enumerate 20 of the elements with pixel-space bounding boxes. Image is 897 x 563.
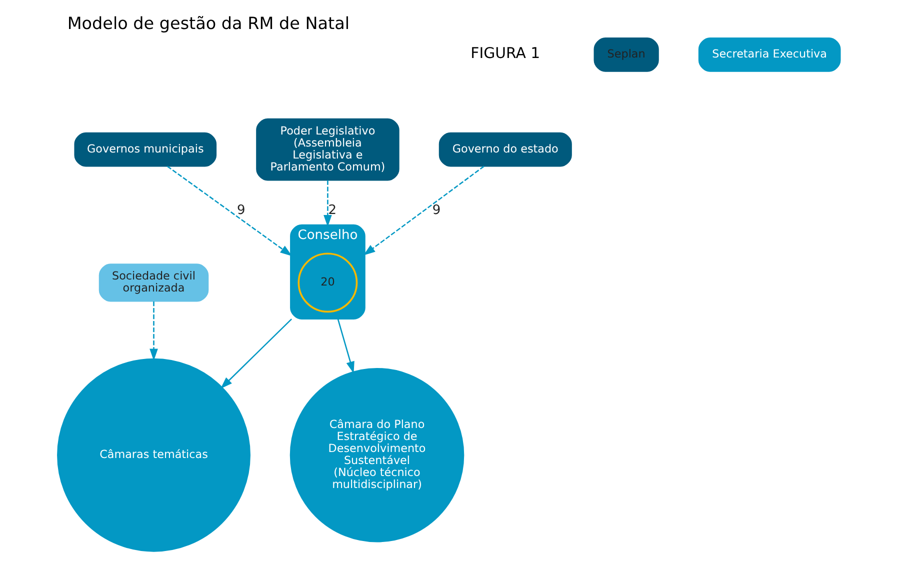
node-box: Secretaria Executiva (698, 37, 840, 72)
label: FIGURA 1 (470, 44, 540, 62)
arrow (166, 166, 292, 256)
node-box: Sociedade civil organizada (98, 264, 208, 302)
arrow (323, 180, 332, 227)
node-box: Poder Legislativo (Assembleia Legislativa e Parlamento Comum) (256, 118, 399, 181)
node-circle: 20 (297, 252, 358, 313)
node-box: Seplan (593, 37, 658, 72)
edge-label: 2 (328, 202, 336, 218)
node-box: Governo do estado (438, 132, 572, 167)
node-box: Governos municipais (74, 132, 216, 167)
diagram-title: Modelo de gestão da RM de Natal (66, 12, 349, 33)
arrow (362, 166, 484, 256)
arrow (336, 318, 354, 374)
arrow (149, 302, 158, 361)
node-circle: Câmaras temáticas (56, 358, 250, 552)
node-circle: Câmara do Plano Estratégico de Desenvolvimento Sustentável (Núcleo técnico multidisciplinar) (289, 368, 464, 542)
edge-label: 9 (236, 202, 245, 218)
edge-label: 9 (432, 202, 440, 218)
arrow (220, 318, 292, 389)
